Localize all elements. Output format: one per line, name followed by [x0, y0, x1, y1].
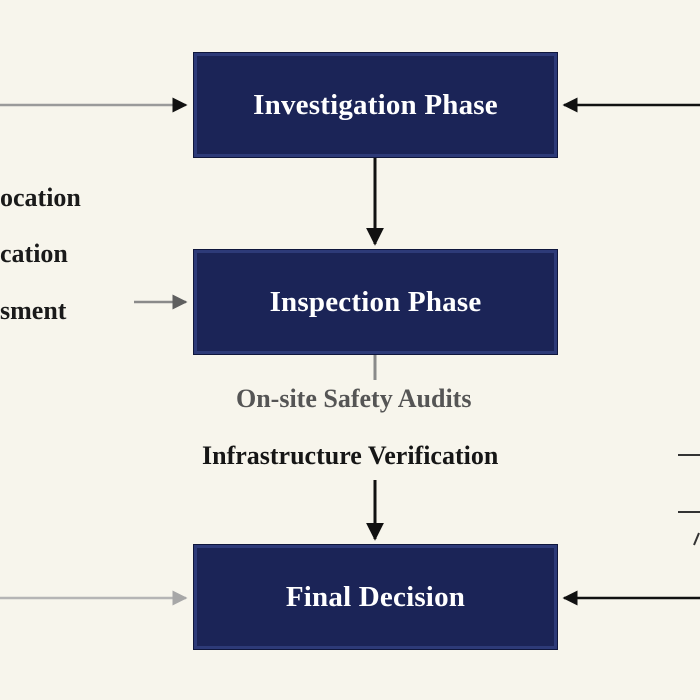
inspection-phase-box: Inspection Phase: [193, 249, 558, 355]
left-label-2: cation: [0, 239, 68, 268]
investigation-phase-box: Investigation Phase: [193, 52, 558, 158]
left-label-3: sment: [0, 296, 67, 325]
inspection-step-safety-audits: On-site Safety Audits: [236, 384, 472, 413]
right-stub-tick: [693, 532, 700, 546]
final-decision-label: Final Decision: [285, 580, 466, 613]
inspection-phase-label: Inspection Phase: [269, 285, 482, 318]
final-decision-box: Final Decision: [193, 544, 558, 650]
investigation-phase-label: Investigation Phase: [253, 88, 498, 121]
inspection-step-infrastructure: Infrastructure Verification: [202, 441, 499, 470]
left-label-1: ocation: [0, 183, 81, 212]
